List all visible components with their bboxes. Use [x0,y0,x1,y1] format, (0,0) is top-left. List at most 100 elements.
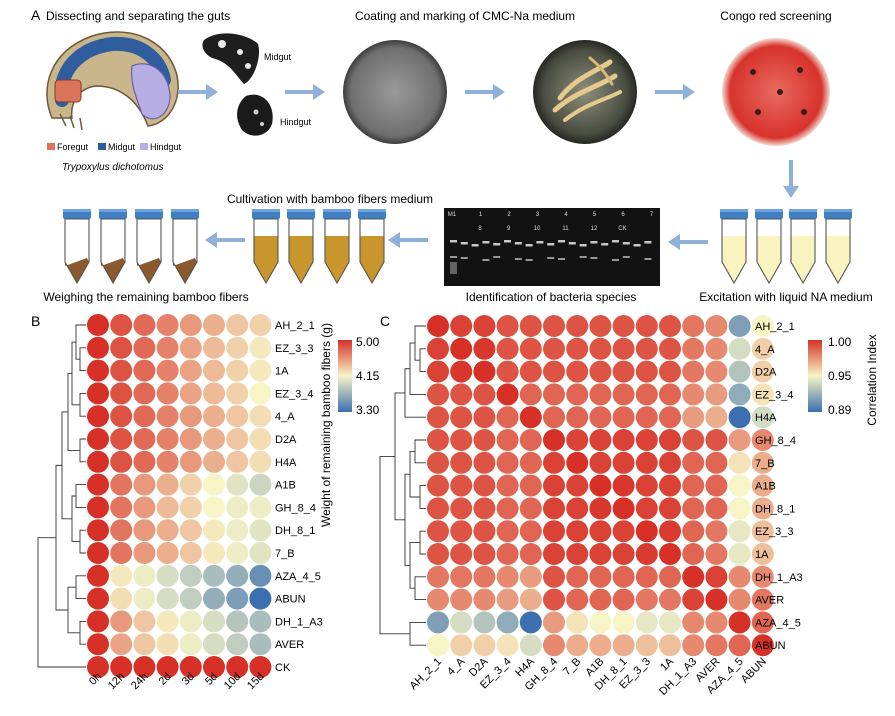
heatmap-cell [612,588,635,611]
heatmap-cell [682,383,705,406]
heatmap-cell [179,633,202,656]
heatmap-cell [226,496,249,519]
heatmap-cell [249,336,272,359]
heatmap-cell [659,497,681,520]
heatmap-cell [179,564,202,587]
heatmap-cell [682,588,705,611]
gel-lane-label: 11 [562,226,569,232]
heatmap-cell [249,656,272,678]
test-tube [824,209,852,285]
heatmap-cell [543,337,565,360]
heatmap-cell [427,429,449,451]
heatmap-cell [427,634,449,657]
heatmap-cell [179,405,202,428]
heatmap-cell [203,450,225,473]
legend-swatch-foregut [47,143,55,150]
gel-band [644,241,652,244]
gel-band [547,243,555,246]
heatmap-cell [203,587,225,610]
heatmap-cell [612,429,635,451]
heatmap-cell [496,611,519,634]
heatmap-cell [566,497,589,520]
heatmap-col-label: ABUN [739,656,769,686]
gel-lane-label: 8 [478,226,482,232]
heatmap-cell [496,429,519,451]
gel-band [633,244,641,247]
heatmap-cell [519,360,542,383]
gel-lane-label: 9 [507,226,511,232]
heatmap-cell [612,451,635,474]
heatmap-col-label: 7_B [561,656,583,678]
heatmap-cell [133,382,156,405]
heatmap-cell [705,543,728,565]
step-weighing-label: Weighing the remaining bamboo fibers [43,290,248,304]
gel-lane-label: 10 [534,226,541,232]
heatmap-cell [543,497,565,520]
heatmap-row-label: H4A [275,457,297,469]
legend-swatch-midgut [98,143,106,150]
legend-swatch-hindgut [140,143,148,150]
heatmap-cell [156,633,179,656]
heatmap-cell [87,473,109,496]
dendrogram-branch [404,368,426,418]
tubes-weighing [63,209,199,285]
heatmap-cell [728,543,751,565]
heatmap-cell [566,451,589,474]
heatmap-cell [133,405,156,428]
heatmap-row-label: D2A [755,367,777,379]
gel-band [558,240,565,243]
heatmap-cell [751,315,774,337]
heatmap-cell [496,497,519,520]
gel-band [536,241,544,244]
heatmap-cell [110,450,133,473]
heatmap-cell [156,519,179,542]
heatmap-cell [110,405,133,428]
heatmap-cell [133,314,156,336]
heatmap-cell [612,315,635,337]
heatmap-row-label: 4_A [275,411,295,423]
heatmap-cell [249,359,272,382]
gel-lane-label: 5 [593,212,597,218]
heatmap-cell [728,565,751,588]
heatmap-cell [589,474,612,497]
heatmap-cell [179,428,202,450]
heatmap-cell [659,337,681,360]
heatmap-cell [203,542,225,564]
heatmap-cell [427,315,449,337]
heatmap-cell [589,634,612,657]
heatmap-cell [450,474,473,497]
heatmap-c-row-labels: AH_2_14_AD2AEZ_3_4H4AGH_8_47_BA1BDH_8_1E… [755,321,803,652]
heatmap-cell [682,497,705,520]
heatmap-cell [635,520,658,543]
heatmap-cell [110,519,133,542]
heatmap-cell [450,565,473,588]
heatmap-cell [635,543,658,565]
colorbar-b: 5.00 4.15 3.30 Weight of remaining bambo… [319,323,380,527]
heatmap-cell [612,565,635,588]
heatmap-cell [473,543,496,565]
dendrogram-branch [79,620,86,645]
gel-band [558,258,565,260]
heatmap-cell [226,314,249,336]
gel-lane-label: 4 [564,212,568,218]
heatmap-cell [496,360,519,383]
heatmap-cell [751,565,774,588]
heatmap-cell [110,564,133,587]
heatmap-row-label: GH_8_4 [275,502,316,514]
dendrogram-branch [79,438,86,463]
colorbar-c-tick-max: 1.00 [828,335,852,349]
heatmap-cell [249,405,272,428]
heatmap-cell [589,451,612,474]
heatmap-cell [203,382,225,405]
heatmap-cell [728,429,751,451]
test-tube [358,209,386,285]
heatmap-cell [543,588,565,611]
heatmap-cell [705,497,728,520]
heatmap-cell [751,406,774,429]
dendrogram-branch [409,342,426,395]
heatmap-row-label: EZ_3_4 [755,389,794,401]
cmc-plate-colonies [533,40,637,144]
heatmap-cell [659,429,681,451]
heatmap-cell [751,543,774,565]
heatmap-cell [589,611,612,634]
